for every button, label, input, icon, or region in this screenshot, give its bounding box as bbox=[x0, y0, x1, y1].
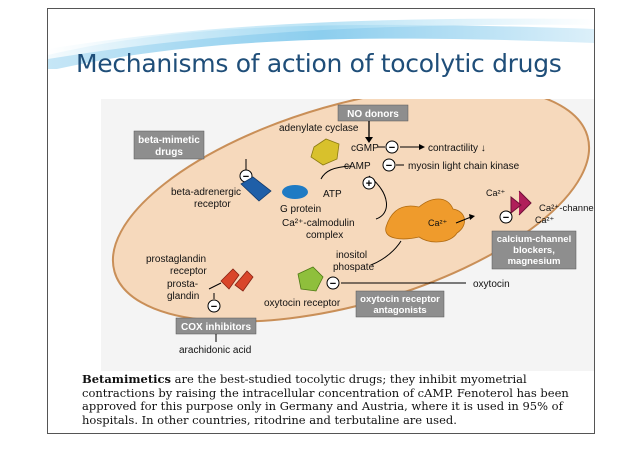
minus-sign: − bbox=[503, 212, 509, 224]
adenylate-cyclase-label: adenylate cyclase bbox=[279, 123, 359, 134]
no-donors-box: NO donors bbox=[337, 104, 409, 122]
beta-adrenergic-receptor-icon bbox=[240, 176, 272, 202]
oxytocin-label: oxytocin bbox=[473, 279, 510, 290]
prostaglandin-receptor-label: prostaglandin bbox=[146, 254, 206, 265]
g-protein-label: G protein bbox=[280, 204, 321, 215]
contractility-label: contractility ↓ bbox=[428, 143, 486, 154]
oxytocin-receptor-inhibit-sign bbox=[326, 276, 340, 290]
cox-inhibit-sign bbox=[207, 299, 221, 313]
ca-store-label: Ca²⁺ bbox=[428, 218, 448, 228]
oxytocin-receptor-icon bbox=[297, 266, 324, 292]
ca-channel-label: Ca²⁺-channel bbox=[539, 203, 595, 214]
plus-sign-circle bbox=[362, 176, 376, 190]
inositol-label-2: phospate bbox=[333, 262, 375, 273]
arachidonic-acid-label: arachidonic acid bbox=[179, 345, 251, 356]
beta-mimetic-label-2: drugs bbox=[155, 147, 183, 158]
minus-sign: − bbox=[386, 160, 392, 172]
oxytocin-antagonists-label-2: antagonists bbox=[373, 305, 426, 316]
calcium-blockers-label: calcium-channel bbox=[497, 234, 571, 245]
minus-sign: − bbox=[389, 142, 395, 154]
ca-channel-inhibit-sign bbox=[499, 210, 513, 224]
caption-bold: Betamimetics bbox=[82, 372, 171, 386]
no-donors-label: NO donors bbox=[347, 109, 399, 120]
calcium-blockers-label-2: blockers, bbox=[513, 245, 555, 256]
header-swoosh bbox=[48, 18, 594, 69]
minus-sign: − bbox=[330, 278, 336, 290]
calmodulin-label: Ca²⁺-calmodulin bbox=[282, 218, 355, 229]
caption-text: are the best-studied tocolytic drugs; th… bbox=[82, 372, 569, 427]
plus-sign: + bbox=[366, 178, 372, 190]
ca-ion-label: Ca²⁺ bbox=[486, 188, 506, 198]
myosin-light-chain-kinase-label: myosin light chain kinase bbox=[408, 161, 520, 172]
camp-inhibit-sign bbox=[382, 158, 396, 172]
beta-mimetic-drugs-box: beta-mimetic drugs bbox=[133, 130, 205, 160]
cgmp-label: cGMP bbox=[351, 143, 379, 154]
calcium-store-icon bbox=[385, 198, 465, 243]
minus-sign: − bbox=[211, 301, 217, 313]
prostaglandin-label-2: glandin bbox=[167, 291, 199, 302]
inositol-label: inositol bbox=[336, 250, 367, 261]
minus-sign: − bbox=[243, 171, 249, 183]
oxytocin-receptor-label: oxytocin receptor bbox=[264, 298, 341, 309]
beta-receptor-label-2: receptor bbox=[194, 199, 231, 210]
atp-label: ATP bbox=[323, 189, 342, 200]
tocolytic-mechanism-diagram: NO donors beta-mimetic drugs adenylate c… bbox=[101, 99, 595, 371]
oxytocin-receptor-antagonists-box: oxytocin receptor antagonists bbox=[355, 290, 445, 318]
slide: Mechanisms of action of tocolytic drugs … bbox=[47, 8, 595, 434]
beta-mimetic-label: beta-mimetic bbox=[138, 135, 200, 146]
prostaglandin-receptor-icon bbox=[220, 268, 254, 292]
camp-label: cAMP bbox=[344, 161, 371, 172]
caption: Betamimetics are the best-studied tocoly… bbox=[82, 372, 592, 427]
g-protein-icon bbox=[282, 185, 308, 199]
cox-inhibitors-box: COX inhibitors bbox=[175, 317, 257, 335]
prostaglandin-label: prosta- bbox=[167, 279, 198, 290]
prostaglandin-receptor-label-2: receptor bbox=[170, 266, 207, 277]
ca-ion-outside-label: Ca²⁺ bbox=[535, 215, 555, 225]
cgmp-inhibit-sign bbox=[385, 140, 399, 154]
oxytocin-antagonists-label: oxytocin receptor bbox=[360, 294, 440, 305]
cox-inhibitors-label: COX inhibitors bbox=[181, 322, 251, 333]
calmodulin-label-2: complex bbox=[306, 230, 343, 241]
ca-channel-icon bbox=[510, 190, 532, 216]
slide-title: Mechanisms of action of tocolytic drugs bbox=[76, 49, 562, 78]
calcium-channel-blockers-box: calcium-channel blockers, magnesium bbox=[491, 230, 577, 270]
beta-receptor-label: beta-adrenergic bbox=[171, 187, 241, 198]
calcium-blockers-label-3: magnesium bbox=[508, 256, 561, 267]
adenylate-cyclase-icon bbox=[310, 138, 340, 166]
